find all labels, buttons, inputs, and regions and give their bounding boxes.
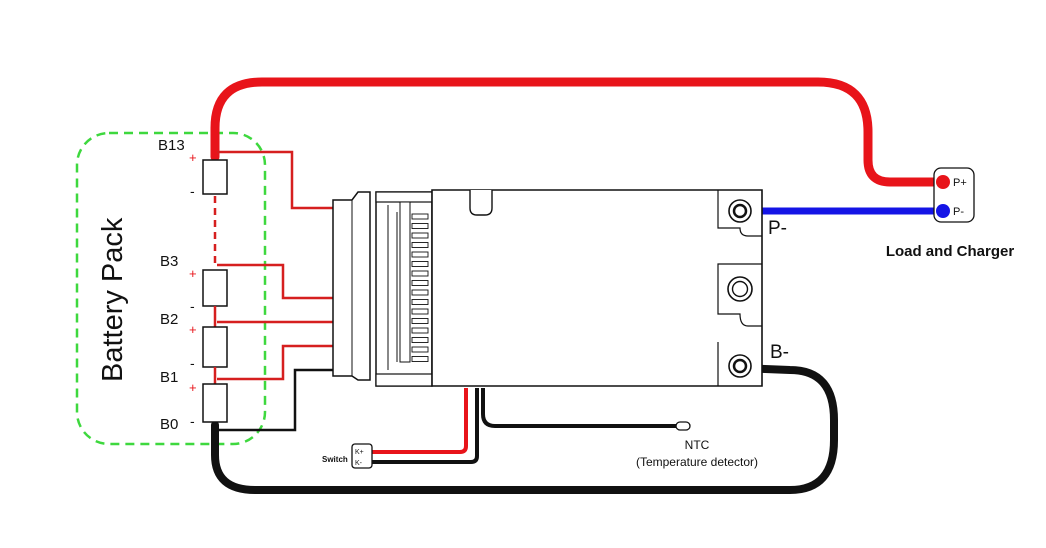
cell-label-b1: B1 <box>160 369 178 386</box>
pack-positive-wire <box>210 77 948 187</box>
connector-pin <box>411 242 429 248</box>
board-body <box>431 189 763 387</box>
cell-label-b0: B0 <box>160 416 178 433</box>
connector-pin <box>411 308 429 315</box>
balance-wire-b1 <box>217 344 333 381</box>
cell-label-b2: B2 <box>160 311 178 328</box>
load-charger-terminal-block <box>933 167 975 223</box>
b-minus-terminal-label: B- <box>770 342 789 363</box>
load-p-minus-label: P- <box>953 206 964 218</box>
balance-connector-plug <box>332 191 371 381</box>
connector-pin <box>411 299 429 305</box>
switch-k-plus: K+ <box>355 449 364 456</box>
connector-pin <box>411 289 429 296</box>
switch-connector <box>351 443 373 469</box>
switch-label: Switch <box>322 455 348 464</box>
bms-board <box>375 189 763 387</box>
connector-pin <box>411 327 429 334</box>
plus-sign: + <box>189 322 197 337</box>
cell-b2 <box>202 326 228 368</box>
plus-sign: + <box>189 266 197 281</box>
board-notch <box>469 190 493 216</box>
connector-pin <box>411 213 429 220</box>
plus-sign: + <box>189 380 197 395</box>
connector-pin <box>411 261 429 267</box>
b-minus-wire <box>211 364 838 494</box>
connector-pin <box>411 270 429 277</box>
switch-k-minus: K- <box>355 460 363 467</box>
load-charger-title: Load and Charger <box>886 243 1015 260</box>
ntc-probe <box>675 421 691 431</box>
connector-pin <box>411 280 429 286</box>
connector-pin <box>411 356 429 362</box>
cell-body <box>202 326 228 368</box>
p-minus-terminal-label: P- <box>768 218 787 239</box>
balance-wire-b0 <box>217 368 333 432</box>
connector-pin <box>411 232 429 239</box>
connector-pin <box>411 337 429 343</box>
cell-body <box>202 269 228 307</box>
ntc-label: NTC <box>685 438 710 452</box>
cell-label-b13: B13 <box>158 137 185 154</box>
minus-sign: - <box>190 183 195 199</box>
cell-body <box>202 159 228 195</box>
cell-b1 <box>202 383 228 423</box>
cell-label-b3: B3 <box>160 253 178 270</box>
battery-pack-title: Battery Pack <box>97 217 129 382</box>
connector-pin <box>411 318 429 324</box>
balance-wire-b13 <box>217 150 333 210</box>
load-p-plus-label: P+ <box>953 177 967 189</box>
cell-body <box>202 383 228 423</box>
cell-b3 <box>202 269 228 307</box>
minus-sign: - <box>190 355 195 371</box>
connector-pins <box>411 213 429 362</box>
minus-sign: - <box>190 413 195 429</box>
cell-b13 <box>202 159 228 195</box>
p-plus-dot <box>936 175 950 189</box>
balance-wires <box>217 150 333 381</box>
p-minus-dot <box>936 204 950 218</box>
minus-sign: - <box>190 298 195 314</box>
connector-pin <box>411 251 429 258</box>
switch-black-wire <box>372 388 479 464</box>
balance-wire-b3 <box>217 263 333 300</box>
plus-sign: + <box>189 150 197 165</box>
connector-pin <box>411 223 429 229</box>
battery-pack-outline <box>75 131 267 446</box>
connector-pin <box>411 346 429 353</box>
switch-red-wire <box>372 388 468 454</box>
ntc-sublabel: (Temperature detector) <box>636 455 758 469</box>
ntc-wire <box>481 388 682 428</box>
